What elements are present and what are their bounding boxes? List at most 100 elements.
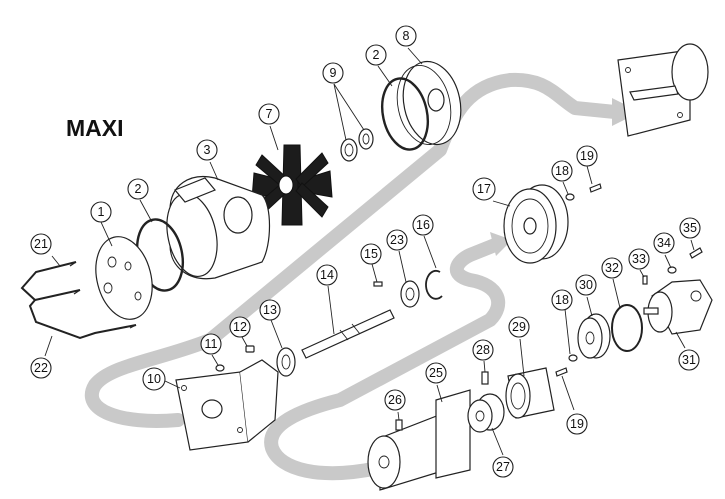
callout-11: 11 xyxy=(200,333,222,355)
leader-lines xyxy=(44,47,695,456)
callout-21-label: 21 xyxy=(34,237,48,251)
callout-25-label: 25 xyxy=(429,366,443,380)
callout-13: 13 xyxy=(259,299,281,321)
part-33-pin xyxy=(642,275,648,285)
callout-2-upper-label: 2 xyxy=(373,48,380,62)
callout-31-label: 31 xyxy=(682,353,696,367)
callout-14: 14 xyxy=(316,264,338,286)
part-28-set-screw xyxy=(481,371,489,385)
callout-18-upper-label: 18 xyxy=(555,164,569,178)
part-18-washer-lower xyxy=(568,354,578,362)
part-2-o-ring-upper xyxy=(381,77,429,151)
part-19-screw-lower xyxy=(555,367,568,377)
callout-12: 12 xyxy=(229,316,251,338)
part-7-impeller xyxy=(251,144,333,226)
part-13-bearing xyxy=(276,347,296,377)
callout-7-label: 7 xyxy=(266,107,273,121)
callout-8: 8 xyxy=(395,25,417,47)
callout-9-label: 9 xyxy=(330,66,337,80)
callout-9: 9 xyxy=(322,62,344,84)
part-19-screw-upper xyxy=(589,183,602,193)
callout-19-lower-label: 19 xyxy=(570,417,584,431)
callout-28: 28 xyxy=(472,339,494,361)
part-17-pulley xyxy=(503,184,569,264)
callout-30: 30 xyxy=(575,274,597,296)
callout-31: 31 xyxy=(678,349,700,371)
callout-1-label: 1 xyxy=(98,205,105,219)
callout-10: 10 xyxy=(142,367,166,391)
callout-14-label: 14 xyxy=(320,268,334,282)
part-10-bracket xyxy=(175,359,279,451)
part-29-sleeve xyxy=(505,367,555,419)
callout-33-label: 33 xyxy=(632,252,646,266)
callout-33: 33 xyxy=(628,248,650,270)
callout-16-label: 16 xyxy=(416,218,430,232)
callout-35-label: 35 xyxy=(683,221,697,235)
part-27-coupling xyxy=(467,393,505,433)
callout-2-upper: 2 xyxy=(365,44,387,66)
callout-1: 1 xyxy=(90,201,112,223)
callout-7: 7 xyxy=(258,103,280,125)
diagram-title: MAXI xyxy=(66,115,124,141)
callout-34: 34 xyxy=(653,232,675,254)
callout-34-label: 34 xyxy=(657,236,671,250)
callout-29: 29 xyxy=(508,316,530,338)
callout-32: 32 xyxy=(601,257,623,279)
part-23-bearing xyxy=(400,280,420,308)
callout-15-label: 15 xyxy=(364,247,378,261)
callout-18-lower: 18 xyxy=(551,289,573,311)
part-35-screw xyxy=(689,247,703,259)
part-16-circlip xyxy=(425,269,443,300)
part-32-o-ring xyxy=(611,304,643,352)
callout-22-label: 22 xyxy=(34,361,48,375)
callout-35: 35 xyxy=(679,217,701,239)
callout-19-upper-label: 19 xyxy=(580,149,594,163)
part-9-seals xyxy=(340,128,374,162)
callout-11-label: 11 xyxy=(205,337,218,351)
callout-26: 26 xyxy=(384,389,406,411)
part-25-motor xyxy=(367,389,471,491)
callout-26-label: 26 xyxy=(388,393,402,407)
callout-21: 21 xyxy=(30,233,52,255)
part-30-gear xyxy=(577,313,611,359)
part-11-washer xyxy=(215,364,225,372)
callout-17: 17 xyxy=(472,177,496,201)
part-26-screw xyxy=(395,419,403,431)
callout-13-label: 13 xyxy=(263,303,277,317)
callout-27-label: 27 xyxy=(496,460,510,474)
callout-28-label: 28 xyxy=(476,343,490,357)
callout-3: 3 xyxy=(196,139,218,161)
part-8-end-cover xyxy=(396,60,462,146)
callout-12-label: 12 xyxy=(233,320,247,334)
callout-19-upper: 19 xyxy=(576,145,598,167)
part-3-pump-housing xyxy=(166,176,271,280)
part-22-u-bolt xyxy=(28,299,137,340)
part-18-washer-upper xyxy=(565,193,575,201)
callout-25: 25 xyxy=(425,362,447,384)
callout-2-lower: 2 xyxy=(127,178,149,200)
part-14-shaft xyxy=(301,309,395,359)
part-15-key xyxy=(373,281,383,287)
flow-arrow-lower xyxy=(264,238,506,481)
callout-23: 23 xyxy=(386,229,408,251)
part-1-cover-plate xyxy=(95,236,153,320)
part-12-nut xyxy=(245,345,255,353)
callout-27: 27 xyxy=(492,456,514,478)
callout-3-label: 3 xyxy=(204,143,211,157)
part-21-u-bolt xyxy=(20,261,81,302)
callout-30-label: 30 xyxy=(579,278,593,292)
pump-flange-reference xyxy=(617,43,709,137)
callout-22: 22 xyxy=(30,357,52,379)
callout-16: 16 xyxy=(412,214,434,236)
part-34-washer xyxy=(667,266,677,274)
callout-17-label: 17 xyxy=(477,182,491,196)
callout-15: 15 xyxy=(360,243,382,265)
callout-23-label: 23 xyxy=(390,233,404,247)
callout-29-label: 29 xyxy=(512,320,526,334)
callout-2-lower-label: 2 xyxy=(135,182,142,196)
callout-18-lower-label: 18 xyxy=(555,293,569,307)
part-31-hydraulic-motor xyxy=(643,279,713,335)
callout-18-upper: 18 xyxy=(551,160,573,182)
